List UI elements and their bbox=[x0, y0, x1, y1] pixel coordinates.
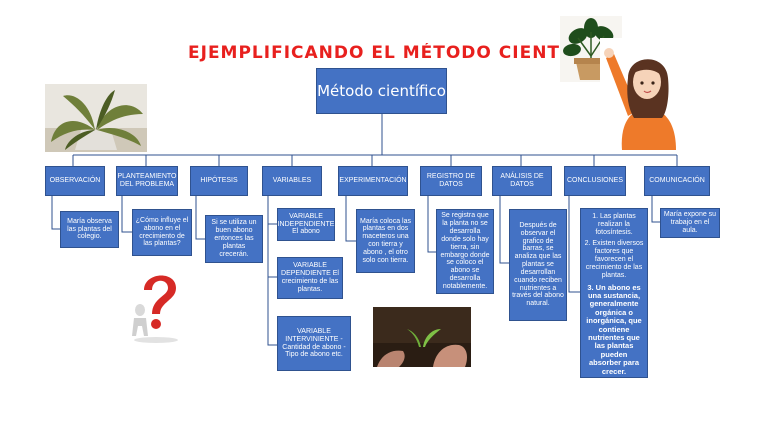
child-hipotesis: Si se utiliza un buen abono entonces las… bbox=[205, 215, 263, 263]
child-conclusiones: 1. Las plantas realizan la fotosíntesis.… bbox=[580, 208, 648, 378]
child-variable-interviniente: VARIABLE INTERVINIENTE - Cantidad de abo… bbox=[277, 316, 351, 371]
node-planteamiento: PLANTEAMIENTO DEL PROBLEMA bbox=[116, 166, 178, 196]
child-analisis: Después de observar el grafico de barras… bbox=[509, 209, 567, 321]
node-comunicacion: COMUNICACIÓN bbox=[644, 166, 710, 196]
conclusion-2: 2. Existen diversos factores que favorec… bbox=[584, 240, 644, 279]
child-planteamiento: ¿Cómo influye el abono en el crecimiento… bbox=[132, 209, 192, 256]
child-comunicacion: María expone su trabajo en el aula. bbox=[660, 208, 720, 238]
node-observacion: OBSERVACIÓN bbox=[45, 166, 105, 196]
conclusion-3: 3. Un abono es una sustancia, generalmen… bbox=[586, 282, 642, 376]
girl-illustration bbox=[600, 38, 694, 150]
child-observacion: María observa las plantas del colegio. bbox=[60, 211, 119, 248]
child-variable-dependiente: VARIABLE DEPENDIENTE El crecimiento de l… bbox=[277, 257, 343, 299]
node-registro: REGISTRO DE DATOS bbox=[420, 166, 482, 196]
conclusion-1: 1. Las plantas realizan la fotosíntesis. bbox=[592, 213, 636, 236]
node-experimentacion: EXPERIMENTACIÓN bbox=[338, 166, 408, 196]
question-mark-figure bbox=[126, 264, 186, 344]
root-node: Método científico bbox=[316, 68, 447, 114]
child-experimentacion: María coloca las plantas en dos macetero… bbox=[356, 209, 415, 273]
node-variables: VARIABLES bbox=[262, 166, 322, 196]
child-variable-independiente: VARIABLE INDEPENDIENTE El abono bbox=[277, 208, 335, 241]
node-hipotesis: HIPÓTESIS bbox=[190, 166, 248, 196]
wilted-plant-image bbox=[45, 84, 147, 152]
page-title: EJEMPLIFICANDO EL MÉTODO CIENTÍFICO bbox=[188, 43, 568, 63]
planting-hands-image bbox=[373, 307, 471, 367]
node-conclusiones: CONCLUSIONES bbox=[564, 166, 626, 196]
child-registro: Se registra que la planta no se desarrol… bbox=[436, 209, 494, 294]
node-analisis: ANÁLISIS DE DATOS bbox=[492, 166, 552, 196]
